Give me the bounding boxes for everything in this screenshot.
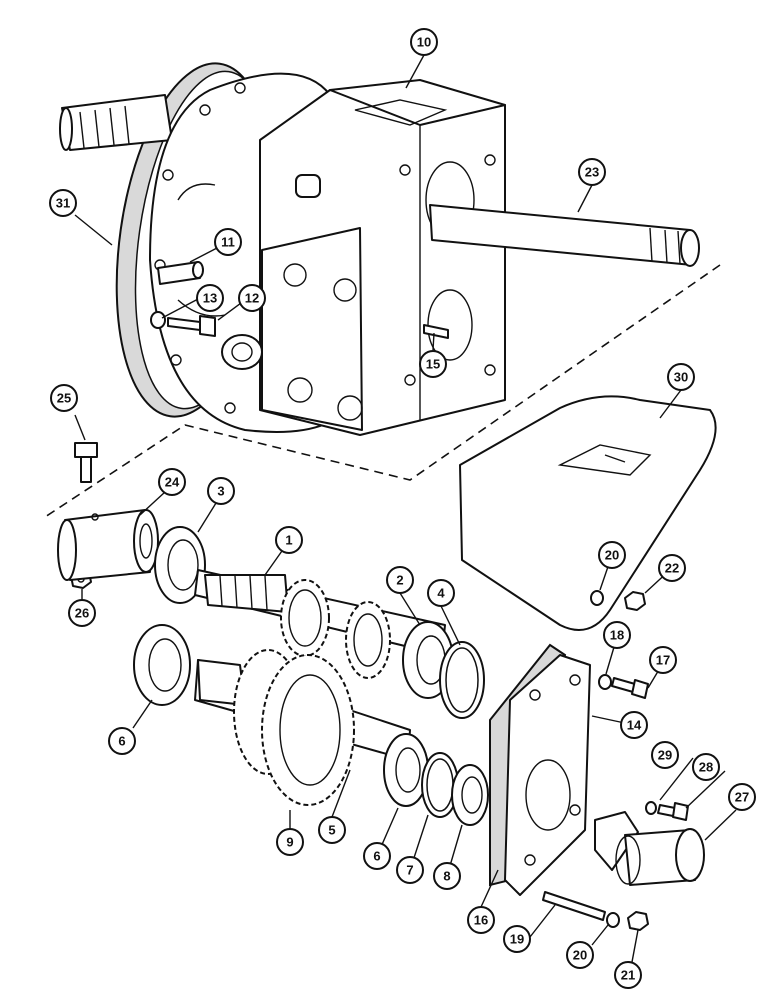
bearing-cap — [594, 811, 705, 886]
svg-text:25: 25 — [57, 391, 71, 406]
callout-13: 13 — [196, 284, 224, 312]
svg-text:20: 20 — [573, 948, 587, 963]
svg-text:2: 2 — [396, 573, 403, 588]
callout-16: 16 — [467, 906, 495, 934]
svg-text:6: 6 — [118, 734, 125, 749]
callout-6-front: 6 — [108, 727, 136, 755]
svg-text:3: 3 — [217, 484, 224, 499]
callout-12: 12 — [238, 284, 266, 312]
svg-text:5: 5 — [328, 823, 335, 838]
callout-18: 18 — [603, 621, 631, 649]
cover-nut — [624, 591, 646, 611]
callout-26: 26 — [68, 599, 96, 627]
callout-22: 22 — [658, 554, 686, 582]
shaft-coupling — [57, 509, 159, 581]
callout-20-stud: 20 — [566, 941, 594, 969]
svg-text:26: 26 — [75, 606, 89, 621]
gearbox-housing — [221, 79, 506, 436]
svg-text:29: 29 — [658, 748, 672, 763]
svg-text:17: 17 — [656, 653, 670, 668]
svg-text:13: 13 — [203, 291, 217, 306]
countershaft-bearing-front — [133, 624, 191, 706]
svg-text:12: 12 — [245, 291, 259, 306]
svg-text:27: 27 — [735, 790, 749, 805]
callout-6-rear: 6 — [363, 842, 391, 870]
shaft-gear-small — [280, 579, 330, 657]
svg-text:23: 23 — [585, 165, 599, 180]
callout-24: 24 — [158, 468, 186, 496]
callout-14: 14 — [620, 711, 648, 739]
svg-text:7: 7 — [406, 863, 413, 878]
callout-10: 10 — [410, 28, 438, 56]
callout-28: 28 — [692, 753, 720, 781]
dowel-pin — [157, 261, 204, 285]
svg-text:8: 8 — [443, 869, 450, 884]
svg-text:28: 28 — [699, 760, 713, 775]
end-cover-bolt — [611, 677, 649, 699]
end-cover-washer — [598, 674, 612, 690]
svg-text:11: 11 — [221, 235, 235, 250]
snap-ring — [439, 641, 485, 719]
svg-text:15: 15 — [426, 357, 440, 372]
svg-text:6: 6 — [373, 849, 380, 864]
assembly-boundary-line — [44, 264, 721, 518]
svg-text:18: 18 — [610, 628, 624, 643]
svg-text:1: 1 — [285, 533, 292, 548]
callout-29: 29 — [651, 741, 679, 769]
cover-washer — [590, 590, 604, 606]
svg-text:14: 14 — [627, 718, 642, 733]
stud-washer — [606, 912, 620, 928]
callout-21: 21 — [614, 961, 642, 989]
svg-text:24: 24 — [165, 475, 180, 490]
callout-23: 23 — [578, 158, 606, 186]
callout-5: 5 — [318, 816, 346, 844]
oil-seal — [451, 764, 489, 826]
cap-bolt — [657, 802, 689, 821]
shaft-gear-medium — [345, 601, 391, 679]
callout-4: 4 — [427, 579, 455, 607]
svg-text:19: 19 — [510, 932, 524, 947]
countershaft-gear-cluster — [233, 649, 355, 806]
callout-11: 11 — [214, 228, 242, 256]
flange-washer — [150, 311, 166, 329]
svg-text:22: 22 — [665, 561, 679, 576]
callout-7: 7 — [396, 856, 424, 884]
leader-lines — [74, 54, 737, 963]
flange-bolt — [167, 315, 216, 337]
housing-dowel — [423, 324, 449, 339]
shield-cover — [459, 395, 717, 631]
countershaft-bearing-rear — [383, 733, 429, 807]
output-shaft — [429, 204, 700, 267]
cover-stud — [542, 891, 606, 921]
callout-19: 19 — [503, 925, 531, 953]
callout-27: 27 — [728, 783, 756, 811]
svg-text:30: 30 — [674, 370, 688, 385]
svg-text:16: 16 — [474, 913, 488, 928]
callout-31: 31 — [49, 189, 77, 217]
svg-text:10: 10 — [417, 35, 431, 50]
callout-25: 25 — [50, 384, 78, 412]
svg-text:4: 4 — [437, 586, 445, 601]
callout-1: 1 — [275, 526, 303, 554]
svg-text:9: 9 — [286, 835, 293, 850]
input-shaft — [59, 94, 173, 151]
svg-text:31: 31 — [56, 196, 70, 211]
callout-8: 8 — [433, 862, 461, 890]
stud-nut — [627, 911, 649, 931]
hex-bolt — [74, 442, 98, 483]
callout-15: 15 — [419, 350, 447, 378]
callout-30: 30 — [667, 363, 695, 391]
callout-17: 17 — [649, 646, 677, 674]
callout-2: 2 — [386, 566, 414, 594]
svg-text:21: 21 — [621, 968, 635, 983]
svg-text:20: 20 — [605, 548, 619, 563]
callout-9: 9 — [276, 828, 304, 856]
callout-3: 3 — [207, 477, 235, 505]
cap-washer — [645, 801, 657, 815]
front-bearing — [154, 526, 206, 604]
callout-20-cover: 20 — [598, 541, 626, 569]
end-cover — [504, 654, 591, 896]
